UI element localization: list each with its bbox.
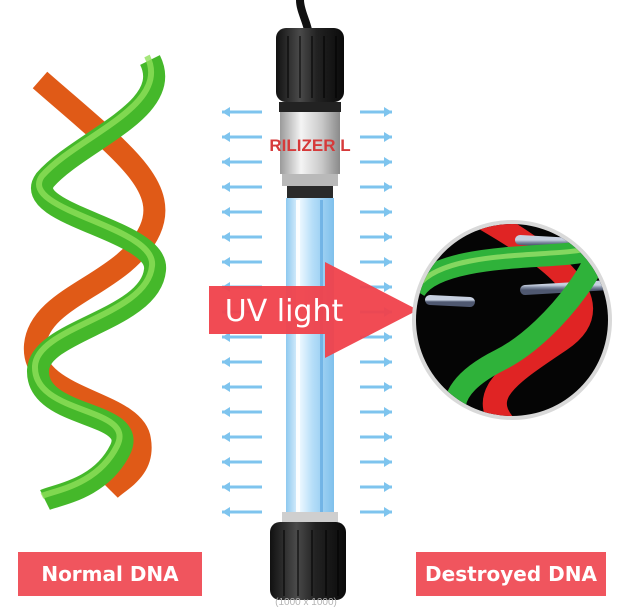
uv-ray-arrowhead	[222, 482, 230, 492]
uv-ray-arrowhead	[384, 357, 392, 367]
uv-ray-arrowhead	[222, 107, 230, 117]
uv-ray-arrowhead	[222, 357, 230, 367]
uv-ray-arrowhead	[384, 257, 392, 267]
uv-ray-arrowhead	[384, 407, 392, 417]
uv-lamp: RILIZER L	[269, 0, 351, 600]
uv-ray-arrowhead	[384, 507, 392, 517]
normal-dna-helix	[23, 54, 166, 511]
uv-ray-arrowhead	[384, 432, 392, 442]
destroyed-dna-lens	[412, 220, 612, 420]
uv-ray-arrowhead	[384, 132, 392, 142]
destroyed-dna-label: Destroyed DNA	[416, 552, 606, 596]
uv-ray-arrowhead	[384, 332, 392, 342]
uv-ray-arrowhead	[384, 157, 392, 167]
uv-ray-arrowhead	[222, 207, 230, 217]
uv-rays-right	[360, 107, 392, 517]
uv-ray-arrowhead	[222, 157, 230, 167]
dna-strand-green	[27, 55, 166, 511]
dna-strand-orange	[23, 71, 166, 499]
uv-ray-arrowhead	[222, 257, 230, 267]
uv-ray-arrowhead	[222, 507, 230, 517]
uv-ray-arrowhead	[222, 432, 230, 442]
normal-dna-label: Normal DNA	[18, 552, 202, 596]
image-size-caption: (1000 x 1000)	[275, 597, 337, 608]
uv-ray-arrowhead	[384, 457, 392, 467]
lamp-band-text: RILIZER L	[269, 136, 350, 155]
uv-ray-arrowhead	[384, 182, 392, 192]
uv-ray-arrowhead	[222, 457, 230, 467]
uv-ray-arrowhead	[222, 132, 230, 142]
lamp-bottom-cap	[270, 522, 346, 600]
uv-ray-arrowhead	[222, 232, 230, 242]
lamp-cable	[296, 0, 312, 31]
uv-ray-arrowhead	[222, 182, 230, 192]
uv-ray-arrowhead	[384, 107, 392, 117]
uv-ray-arrowhead	[384, 207, 392, 217]
lamp-metal-band	[280, 112, 340, 174]
uv-ray-arrowhead	[222, 407, 230, 417]
uv-light-label: UV light	[224, 293, 344, 329]
lamp-top-cap	[276, 28, 344, 102]
uv-ray-arrowhead	[384, 232, 392, 242]
uv-ray-arrowhead	[222, 332, 230, 342]
uv-ray-arrowhead	[384, 282, 392, 292]
uv-ray-arrowhead	[222, 382, 230, 392]
uv-ray-arrowhead	[384, 382, 392, 392]
uv-rays-left	[222, 107, 262, 517]
uv-ray-arrowhead	[384, 482, 392, 492]
uv-light-arrow	[209, 262, 418, 358]
